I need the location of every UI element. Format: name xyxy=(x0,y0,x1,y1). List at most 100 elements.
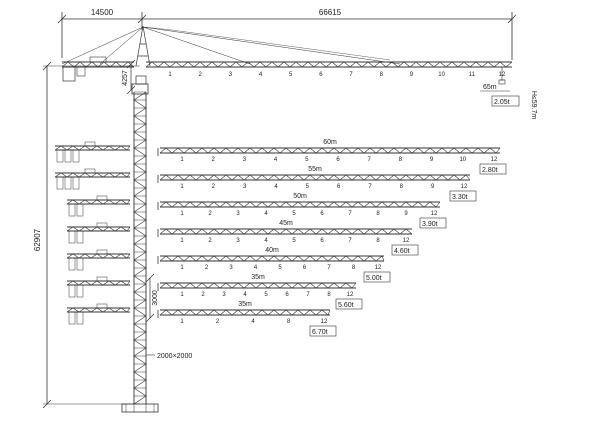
counterweight-mini xyxy=(68,257,76,271)
config-section-label: 6 xyxy=(320,211,324,217)
counterweight-mini xyxy=(68,230,76,244)
config-section-label: 5 xyxy=(278,265,282,271)
config-section-label: 3 xyxy=(243,184,247,190)
total-height-label: 62907 xyxy=(33,228,42,251)
counterweight-mini xyxy=(56,149,64,163)
config-tip-load: 5.60t xyxy=(338,302,354,309)
config-load-box xyxy=(335,298,363,310)
config-length-label: 60m xyxy=(323,139,337,146)
config-jib-truss xyxy=(159,309,331,316)
config-section-label: 12 xyxy=(461,184,468,190)
config-section-label: 6 xyxy=(337,184,341,190)
config-section-label: 7 xyxy=(306,292,310,298)
counterweight-mini xyxy=(76,230,84,244)
config-section-label: 8 xyxy=(327,292,331,298)
main-jib-section-label: 8 xyxy=(380,72,384,78)
main-jib-section-label: 9 xyxy=(410,72,414,78)
main-jib-truss xyxy=(145,61,513,68)
config-section-label: 4 xyxy=(274,184,278,190)
counterweight-mini xyxy=(56,176,64,190)
counterweight-block xyxy=(76,66,86,77)
config-section-label: 1 xyxy=(180,184,184,190)
tower-mast xyxy=(133,91,147,405)
counterweight-mini xyxy=(68,284,76,298)
config-section-label: 12 xyxy=(347,292,354,298)
config-section-label: 12 xyxy=(491,157,498,163)
config-section-label: 4 xyxy=(254,265,258,271)
config-tip-load: 2.80t xyxy=(482,167,498,174)
config-section-label: 7 xyxy=(368,157,372,163)
config-section-label: 4 xyxy=(243,292,247,298)
config-section-label: 10 xyxy=(459,157,466,163)
config-length-label: 45m xyxy=(279,220,293,227)
config-length-label: 35m xyxy=(238,301,252,308)
config-section-label: 1 xyxy=(180,292,184,298)
config-section-label: 3 xyxy=(236,211,240,217)
main-jib-radius: 65m xyxy=(483,84,497,91)
config-length-label: 50m xyxy=(293,193,307,200)
operator-cab xyxy=(135,75,147,85)
config-length-label: 40m xyxy=(265,247,279,254)
counterweight-mini xyxy=(64,176,72,190)
tower-head xyxy=(135,25,151,67)
config-tip-load: 6.70t xyxy=(312,329,328,336)
winch-mini xyxy=(96,276,108,282)
config-section-label: 2 xyxy=(205,265,209,271)
main-jib-section-label: 12 xyxy=(499,72,506,78)
config-section-label: 1 xyxy=(180,238,184,244)
config-section-label: 1 xyxy=(180,265,184,271)
config-section-label: 2 xyxy=(216,319,220,325)
main-jib-section-label: 10 xyxy=(438,72,445,78)
config-section-label: 1 xyxy=(180,319,184,325)
counter-jib-configurations xyxy=(54,141,131,325)
main-jib-section-label: 4 xyxy=(259,72,263,78)
winch-mini xyxy=(96,195,108,201)
config-section-label: 8 xyxy=(400,184,404,190)
main-jib-section-label: 7 xyxy=(349,72,353,78)
config-jib-truss xyxy=(159,201,441,208)
config-section-label: 6 xyxy=(285,292,289,298)
config-section-label: 6 xyxy=(303,265,307,271)
height-dimension xyxy=(42,61,140,409)
config-section-label: 5 xyxy=(292,238,296,244)
config-section-label: 5 xyxy=(292,211,296,217)
config-section-label: 8 xyxy=(399,157,403,163)
config-section-label: 3 xyxy=(236,238,240,244)
config-section-label: 8 xyxy=(376,211,380,217)
config-section-label: 1 xyxy=(180,211,184,217)
config-jib-truss xyxy=(159,228,413,235)
config-section-label: 2 xyxy=(201,292,205,298)
config-section-label: 7 xyxy=(348,238,352,244)
config-section-label: 3 xyxy=(222,292,226,298)
jib-tie-bar xyxy=(142,26,391,61)
counter-jib-mini-truss xyxy=(66,307,131,313)
config-section-label: 12 xyxy=(375,265,382,271)
counterweight-mini xyxy=(76,203,84,217)
counter-jib-dimension: 14500 xyxy=(91,8,114,17)
counter-jib-mini xyxy=(66,276,131,298)
top-dimension xyxy=(57,12,517,60)
config-section-label: 8 xyxy=(376,238,380,244)
config-section-label: 4 xyxy=(264,211,268,217)
config-section-label: 12 xyxy=(403,238,410,244)
winch-mini xyxy=(96,222,108,228)
crane-structure xyxy=(61,25,401,413)
main-jib-section-label: 6 xyxy=(319,72,323,78)
config-section-label: 12 xyxy=(431,211,438,217)
config-load-box xyxy=(449,190,477,202)
config-section-label: 2 xyxy=(208,211,212,217)
counterweight-mini xyxy=(72,149,80,163)
counterweight-mini xyxy=(68,203,76,217)
config-section-label: 7 xyxy=(348,211,352,217)
head-height-label: 4257 xyxy=(122,70,129,86)
hook-height-label: H≤59.7m xyxy=(530,91,537,120)
mast-cross-section-label: 2000×2000 xyxy=(157,353,192,360)
config-jib-truss xyxy=(159,255,385,262)
